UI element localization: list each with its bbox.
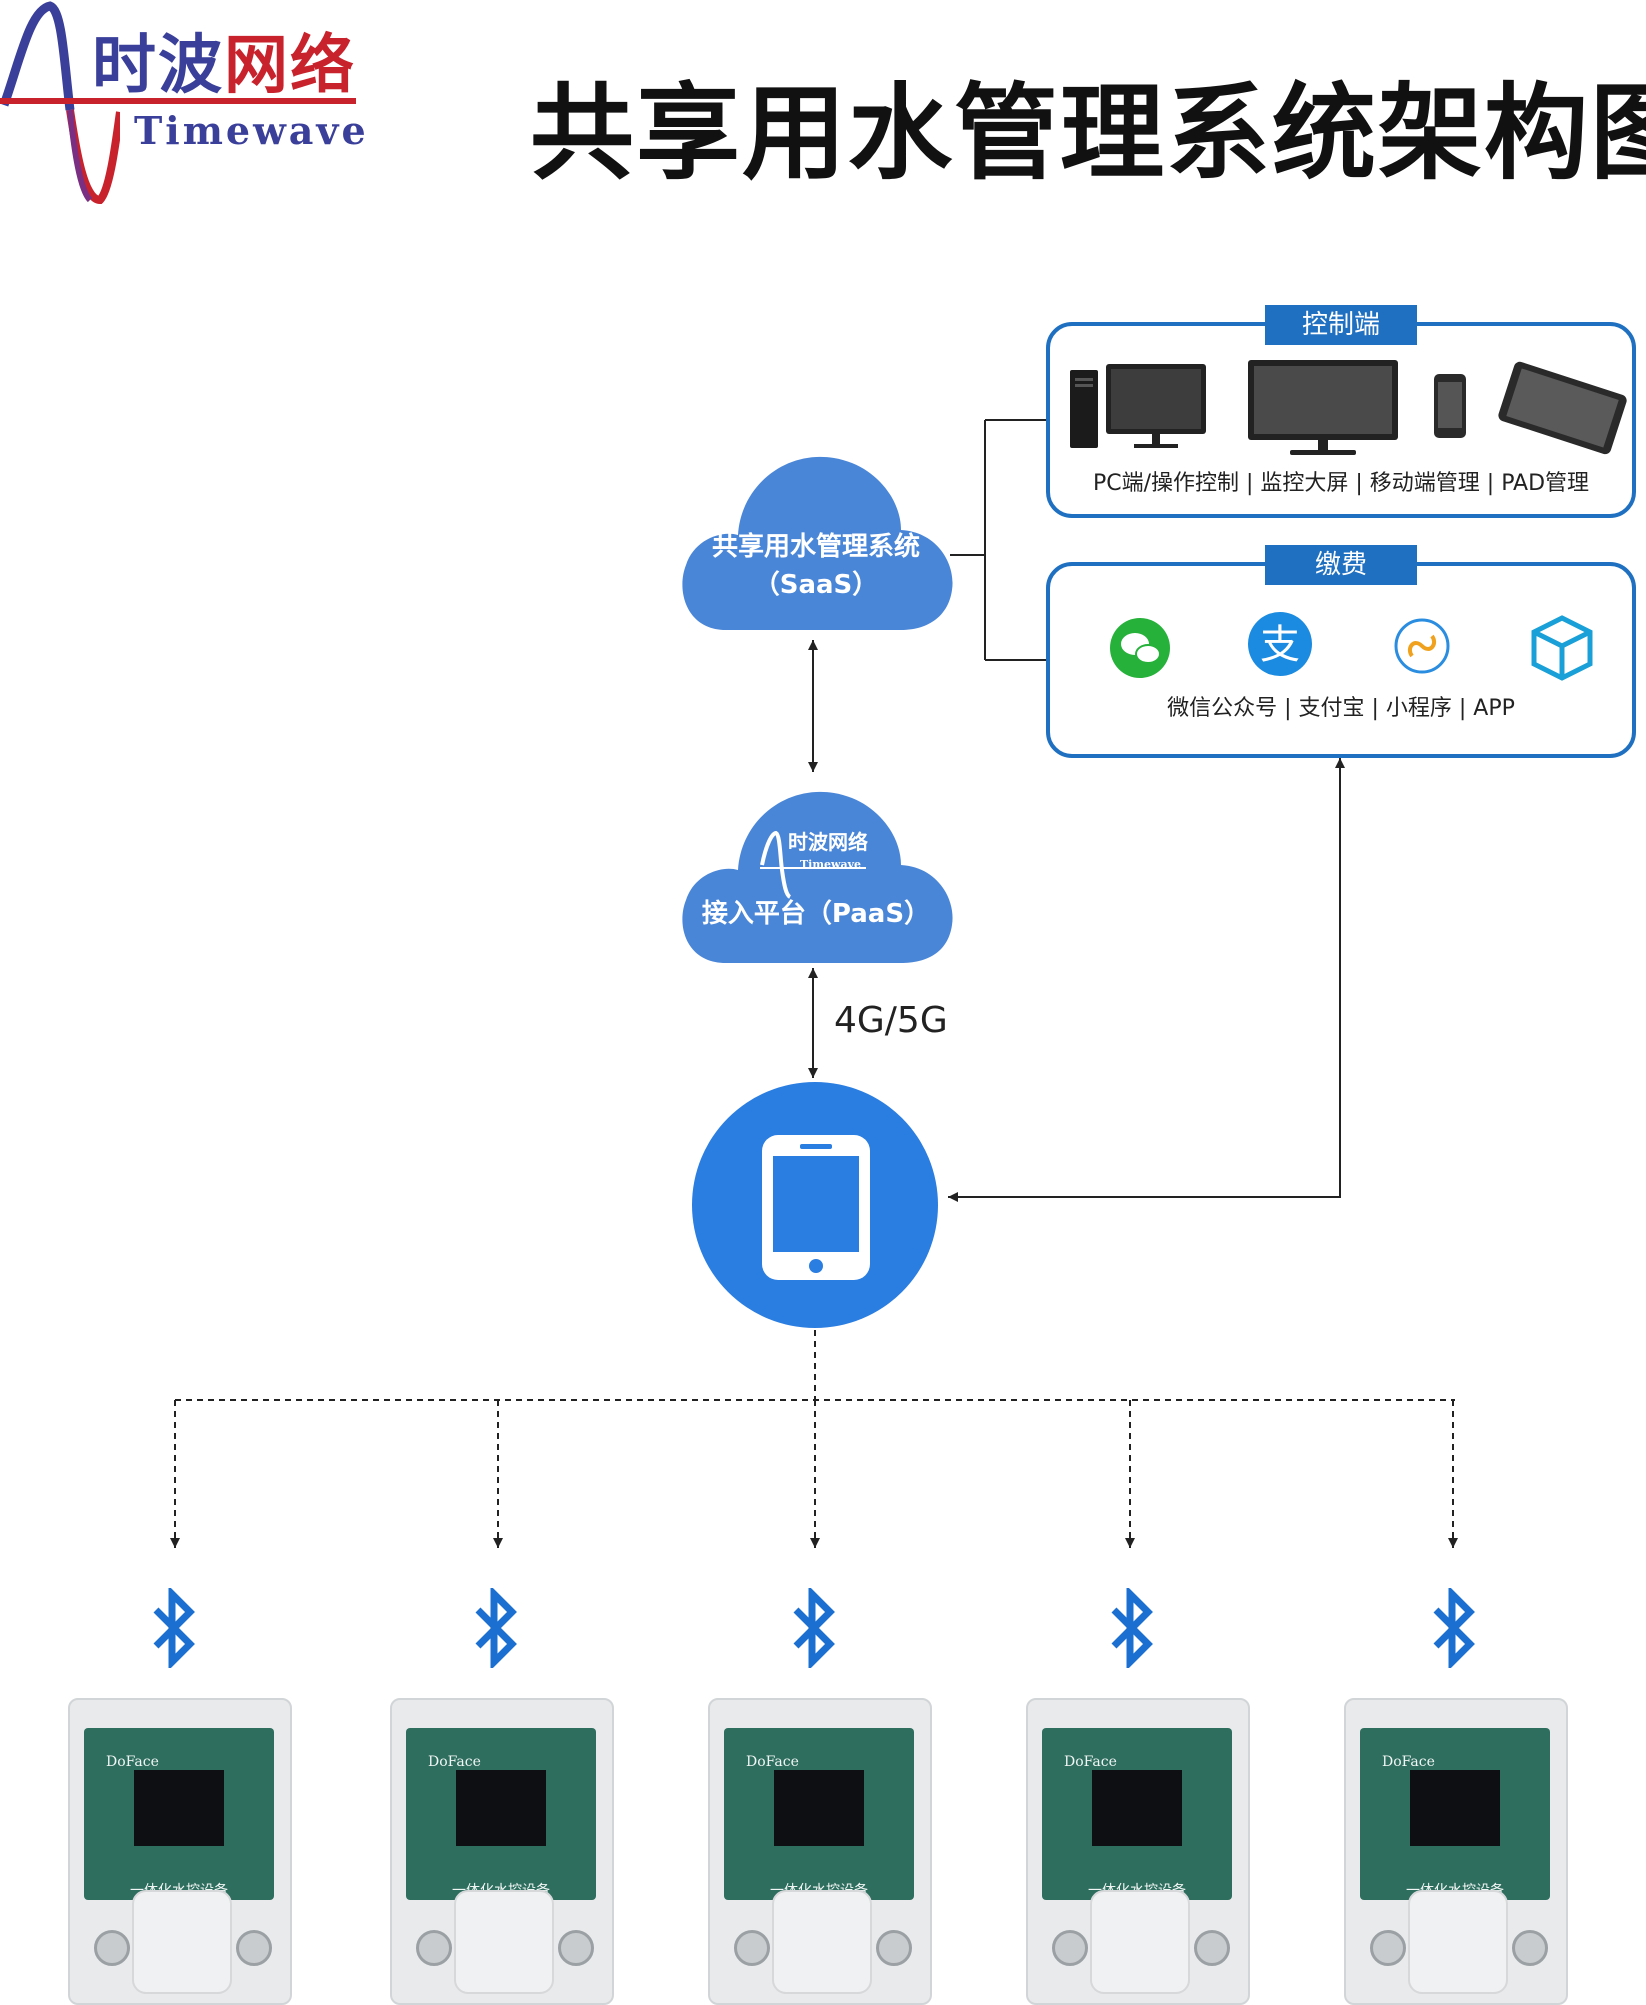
paas-logo-mark: [760, 830, 792, 899]
large-screen-icon: [1248, 360, 1398, 455]
control-devices-icons: [1070, 360, 1627, 455]
bluetooth-icon: [475, 1588, 517, 1668]
mobile-phone-icon: [1434, 374, 1466, 438]
water-control-device: DoFace 一体化水控设备: [1026, 1698, 1250, 2005]
logo-divider: [0, 98, 356, 104]
payment-icons: 支: [1110, 612, 1593, 681]
paas-cloud-shape: [682, 791, 953, 963]
bluetooth-icon: [793, 1588, 835, 1668]
app-cube-icon: [1531, 615, 1593, 681]
logo-english: Timewave: [134, 108, 369, 153]
page-title: 共享用水管理系统架构图: [530, 72, 1646, 194]
payment-to-phone-line: [948, 762, 1341, 1202]
bluetooth-icon: [153, 1588, 195, 1668]
device-brand: DoFace: [428, 1754, 481, 1770]
paas-logo-cn: 时波网络: [788, 830, 868, 854]
logo-chinese: 时波网络: [92, 14, 356, 106]
mini-program-icon: [1394, 618, 1450, 674]
paas-logo-en: Timewave: [800, 858, 861, 871]
water-control-device: DoFace 一体化水控设备: [708, 1698, 932, 2005]
saas-cloud-shape: [682, 456, 953, 630]
network-label: 4G/5G: [834, 1000, 948, 1041]
wechat-icon: [1110, 618, 1170, 678]
logo-wave-mark: [0, 1, 120, 205]
control-panel-caption: PC端/操作控制 | 监控大屏 | 移动端管理 | PAD管理: [1092, 471, 1590, 496]
control-panel-tab: 控制端: [1265, 305, 1417, 345]
devices-row: DoFace 一体化水控设备 DoFace 一体化水控设备 DoFace 一体化…: [0, 1570, 1646, 2005]
payment-panel-caption: 微信公众号 | 支付宝 | 小程序 | APP: [1167, 696, 1515, 721]
alipay-icon: 支: [1248, 612, 1312, 676]
saas-to-panels-line: [950, 419, 1048, 661]
device-brand: DoFace: [1064, 1754, 1117, 1770]
pc-tower-icon: [1070, 370, 1098, 448]
device-brand: DoFace: [746, 1754, 799, 1770]
logo-cn-part1: 时波: [92, 29, 224, 103]
monitor-icon: [1106, 364, 1206, 448]
phone-to-devices-dashed: [175, 1330, 1455, 1401]
bluetooth-icon: [1111, 1588, 1153, 1668]
tablet-icon: [1498, 361, 1627, 455]
water-control-device: DoFace 一体化水控设备: [1344, 1698, 1568, 2005]
saas-cloud-line2: （SaaS）: [753, 570, 879, 600]
water-control-device: DoFace 一体化水控设备: [68, 1698, 292, 2005]
bluetooth-icon: [1433, 1588, 1475, 1668]
smartphone-icon: [692, 1082, 938, 1328]
logo-cn-part2: 网络: [224, 29, 356, 103]
device-brand: DoFace: [1382, 1754, 1435, 1770]
water-control-device: DoFace 一体化水控设备: [390, 1698, 614, 2005]
svg-text:支: 支: [1260, 622, 1300, 668]
payment-panel-tab: 缴费: [1265, 545, 1417, 585]
device-brand: DoFace: [106, 1754, 159, 1770]
paas-cloud-label: 接入平台（PaaS）: [701, 899, 931, 929]
saas-cloud-line1: 共享用水管理系统: [711, 532, 920, 562]
